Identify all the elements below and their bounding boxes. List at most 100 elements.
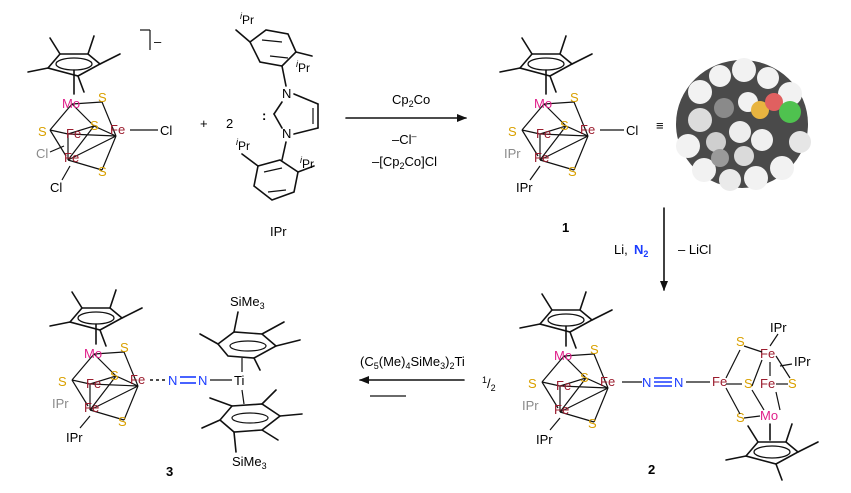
aryl-ring — [248, 29, 297, 67]
ipr-substituent: iPr — [240, 11, 254, 27]
n-atom: N — [282, 126, 291, 141]
s-atom: S — [58, 374, 67, 389]
s-atom: S — [590, 342, 599, 357]
s-atom: S — [568, 164, 577, 179]
n-atom: N — [282, 86, 291, 101]
space-filling-model — [676, 58, 811, 191]
s-atom: S — [98, 164, 107, 179]
ipr-substituent: iPr — [296, 59, 310, 75]
s-atom: S — [570, 90, 579, 105]
fe-atom: Fe — [712, 374, 727, 389]
ipr-ligand-label: IPr — [794, 354, 811, 369]
mo-atom: Mo — [554, 348, 572, 363]
cl-atom: Cl — [626, 123, 638, 138]
sime3-label: SiMe3 — [232, 454, 267, 471]
n-aryl-bond — [281, 141, 287, 161]
s-atom: S — [118, 414, 127, 429]
cl-atom: Cl — [36, 146, 48, 161]
ipr-ligand-label: IPr — [66, 430, 83, 445]
equivalents: 2 — [226, 116, 233, 131]
complex-1: Mo S S S Fe Fe Fe S Cl IPr IPr 1 — [499, 35, 638, 235]
arrow-to-3: (C5(Me)4SiMe3)2Ti 1/2 — [359, 354, 496, 397]
s-atom: S — [744, 376, 753, 391]
n-atom: N — [642, 375, 651, 390]
arrow-to-1: Cp2Co –Cl– –[Cp2Co]Cl — [345, 92, 467, 171]
fe-atom: Fe — [84, 400, 99, 415]
reagent-cp2co: Cp2Co — [392, 92, 430, 109]
n-atom: N — [168, 373, 177, 388]
s-atom: S — [90, 118, 99, 133]
fe-cl-bond — [49, 145, 65, 153]
cl-atom: Cl — [50, 180, 62, 195]
compound-label-2: 2 — [648, 462, 655, 477]
ligand-label: IPr — [270, 224, 287, 239]
stoich-fraction: 1/2 — [482, 375, 496, 393]
fe-atom: Fe — [600, 374, 615, 389]
anion-cluster: – Mo S S S Fe Fe Fe S Cl Cl Cl — [27, 29, 172, 195]
fe-atom: Fe — [110, 122, 125, 137]
mo-atom: Mo — [534, 96, 552, 111]
cl-atom: Cl — [160, 123, 172, 138]
ipr-ligand-label: IPr — [522, 398, 539, 413]
cubane-core — [49, 101, 117, 171]
s-atom: S — [528, 376, 537, 391]
compound-label-3: 3 — [166, 464, 173, 479]
ipr-bond — [295, 51, 313, 57]
ipr-ligand-label: IPr — [770, 320, 787, 335]
s-atom: S — [508, 124, 517, 139]
fe-atom: Fe — [66, 126, 81, 141]
charge-minus: – — [154, 34, 162, 49]
complex-3: Mo S S S Fe Fe Fe S IPr IPr N N Ti SiMe3… — [49, 289, 303, 479]
s-atom: S — [110, 368, 119, 383]
s-atom: S — [38, 124, 47, 139]
fe-atom: Fe — [554, 402, 569, 417]
fe-atom: Fe — [130, 372, 145, 387]
ipr-ligand: iPr iPr N N : iPr iPr IPr — [235, 11, 319, 239]
reagent-n2: N2 — [634, 242, 648, 259]
cpstar-ring — [725, 423, 819, 481]
s-atom: S — [736, 410, 745, 425]
s-atom: S — [560, 118, 569, 133]
fe-cl-bond — [61, 165, 71, 181]
ipr-ligand-label: IPr — [516, 180, 533, 195]
equivalence-symbol: ≡ — [656, 118, 664, 133]
byproduct-cp2cocl: –[Cp2Co]Cl — [372, 154, 437, 171]
cp-ring-upper — [216, 331, 278, 359]
fe-atom: Fe — [760, 376, 775, 391]
fe-atom: Fe — [86, 376, 101, 391]
fe-atom: Fe — [534, 150, 549, 165]
cp-ring-lower — [218, 403, 282, 433]
byproduct-cl: –Cl– — [392, 131, 417, 147]
s-atom: S — [736, 334, 745, 349]
ipr-ligand-label: IPr — [504, 146, 521, 161]
s-atom: S — [98, 90, 107, 105]
ipr-substituent: iPr — [236, 137, 250, 153]
s-atom: S — [120, 340, 129, 355]
fe-atom: Fe — [536, 126, 551, 141]
ipr-bond — [235, 29, 251, 43]
cubane-core — [71, 351, 139, 421]
reagent-li: Li, — [614, 242, 628, 257]
fe-atom: Fe — [64, 150, 79, 165]
aryl-ring — [253, 159, 299, 201]
ipr-ligand-label: IPr — [52, 396, 69, 411]
s-atom: S — [580, 370, 589, 385]
ipr-ligand-label: IPr — [536, 432, 553, 447]
n-atom: N — [674, 375, 683, 390]
reagent-ti: (C5(Me)4SiMe3)2Ti — [360, 354, 465, 371]
ipr-substituent: iPr — [300, 155, 314, 171]
mo-atom: Mo — [760, 408, 778, 423]
compound-label-1: 1 — [562, 220, 569, 235]
cubane-core — [521, 101, 589, 171]
n-atom: N — [198, 373, 207, 388]
fe-atom: Fe — [760, 346, 775, 361]
fe-atom: Fe — [580, 122, 595, 137]
s-atom: S — [588, 416, 597, 431]
carbene-lone-pair: : — [262, 108, 266, 123]
byproduct-licl: – LiCl — [678, 242, 711, 257]
mo-atom: Mo — [84, 346, 102, 361]
mo-atom: Mo — [62, 96, 80, 111]
plus-sign: + — [200, 116, 208, 131]
